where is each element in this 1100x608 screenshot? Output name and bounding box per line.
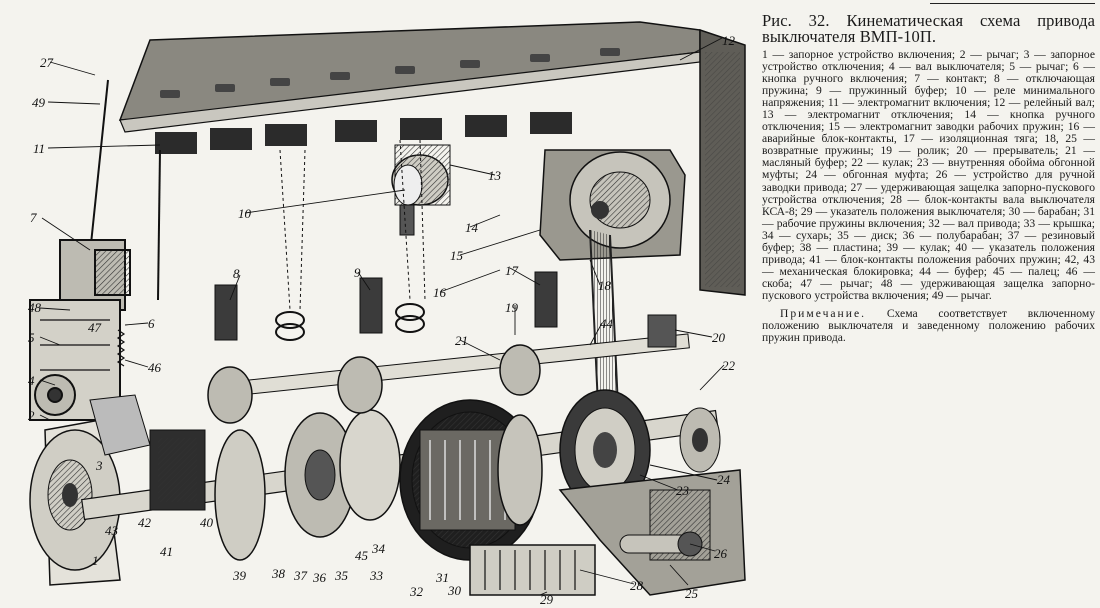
callout-19: 19 [505, 300, 519, 315]
callout-14: 14 [465, 220, 479, 235]
upper-shaft-assembly [207, 139, 690, 424]
callout-18: 18 [598, 278, 612, 293]
callout-27: 27 [40, 55, 54, 70]
note-text: Схема соответствует включенному положени… [762, 306, 1095, 345]
callout-1: 1 [92, 553, 99, 568]
callout-11: 11 [33, 141, 45, 156]
callout-33: 33 [369, 568, 384, 583]
callout-10: 10 [238, 206, 252, 221]
kinematic-diagram: 27 49 11 7 48 5 4 2 3 1 43 42 41 40 39 3… [28, 21, 746, 607]
callout-17: 17 [505, 263, 519, 278]
callout-28: 28 [630, 578, 644, 593]
callout-40: 40 [200, 515, 214, 530]
leader-lines [39, 37, 725, 596]
callout-4: 4 [28, 373, 35, 388]
callout-23: 23 [676, 483, 690, 498]
callout-42: 42 [138, 515, 152, 530]
figure-title: Рис. 32. Кинематическая схема привода вы… [762, 11, 1095, 46]
callout-47: 47 [88, 320, 102, 335]
callout-35: 35 [334, 568, 349, 583]
callout-7: 7 [30, 210, 37, 225]
callout-39: 39 [232, 568, 247, 583]
callout-31: 31 [435, 570, 449, 585]
callout-15: 15 [450, 248, 464, 263]
callout-48: 48 [28, 300, 42, 315]
bottom-units [469, 469, 746, 596]
callout-22: 22 [722, 358, 736, 373]
callout-36: 36 [312, 570, 327, 585]
callout-45: 45 [355, 548, 369, 563]
callout-43: 43 [105, 523, 119, 538]
callout-21: 21 [455, 333, 468, 348]
callout-2: 2 [28, 408, 35, 423]
lower-left-disk [29, 394, 151, 586]
left-lever-system [29, 79, 161, 421]
callout-49: 49 [32, 95, 46, 110]
figure-note: Примечание. Схема соответствует включенн… [762, 306, 1095, 345]
callout-5: 5 [28, 330, 35, 345]
callout-3: 3 [95, 458, 103, 473]
main-shaft-assembly [81, 389, 721, 561]
callout-29: 29 [540, 592, 554, 607]
callout-24: 24 [717, 472, 731, 487]
callout-13: 13 [488, 168, 502, 183]
note-label: Примечание. [780, 306, 866, 320]
callout-20: 20 [712, 330, 726, 345]
figure-legend: 1 — запорное устройство включения; 2 — р… [762, 48, 1095, 302]
top-rule [930, 3, 1095, 4]
callout-37: 37 [293, 568, 308, 583]
callout-44: 44 [600, 316, 614, 331]
callout-46: 46 [148, 360, 162, 375]
frame-rail [118, 21, 746, 296]
callout-12: 12 [722, 33, 736, 48]
callout-32: 32 [409, 584, 424, 599]
callout-numbers: 27 49 11 7 48 5 4 2 3 1 43 42 41 40 39 3… [28, 33, 736, 607]
callout-38: 38 [271, 566, 286, 581]
callout-25: 25 [685, 586, 699, 601]
callout-34: 34 [371, 541, 386, 556]
callout-30: 30 [447, 583, 462, 598]
callout-16: 16 [433, 285, 447, 300]
callout-8: 8 [233, 266, 240, 281]
callout-6: 6 [148, 316, 155, 331]
callout-9: 9 [354, 265, 361, 280]
relay-unit [391, 144, 451, 236]
callout-26: 26 [714, 546, 728, 561]
caption-column: Рис. 32. Кинематическая схема привода вы… [762, 11, 1095, 345]
callout-41: 41 [160, 544, 173, 559]
